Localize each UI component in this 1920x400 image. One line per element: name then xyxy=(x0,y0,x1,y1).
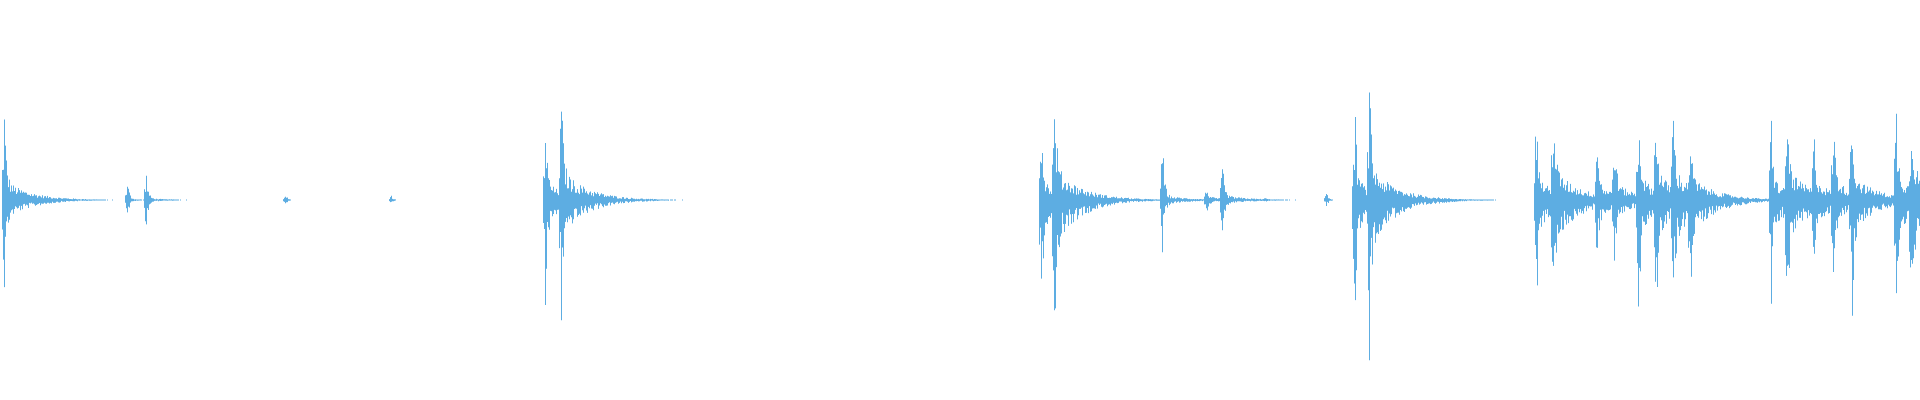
waveform-trace xyxy=(2,92,1920,361)
